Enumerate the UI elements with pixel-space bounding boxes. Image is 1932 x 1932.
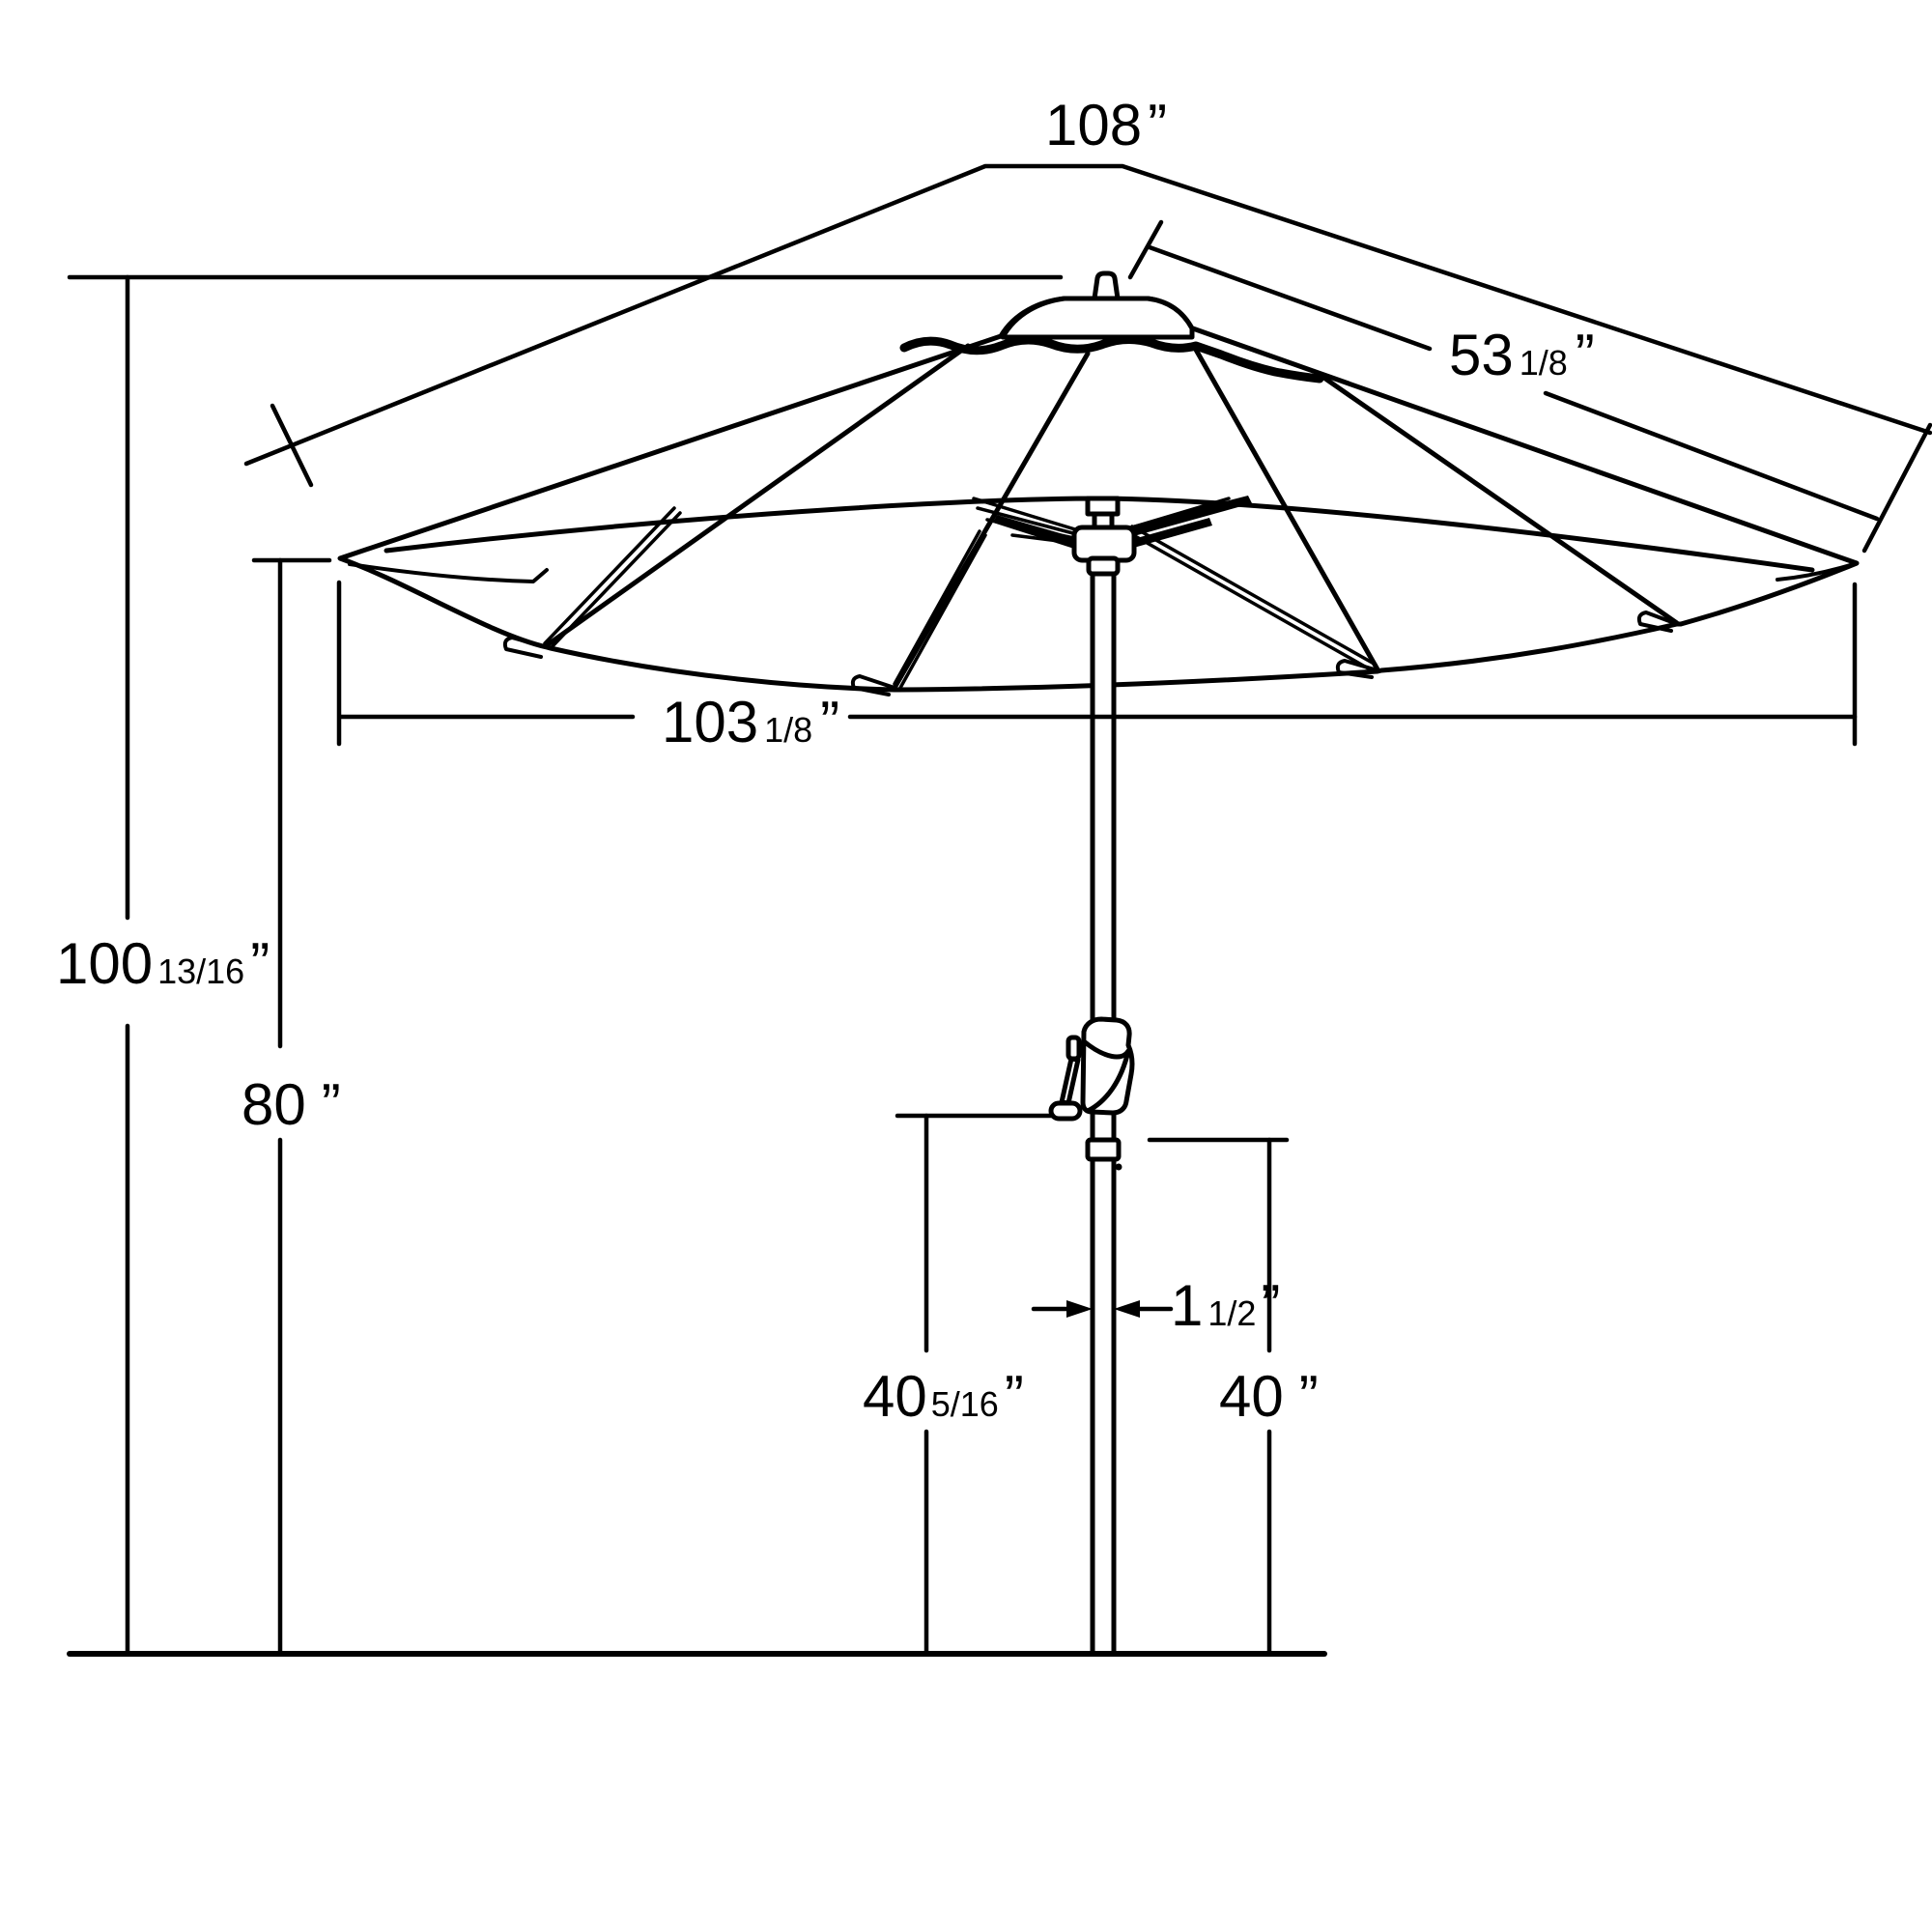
canopy-seam-far-right [1322,376,1680,626]
diameter-tick-right [1861,422,1932,554]
hub-assembly [1071,496,1137,577]
crank-handle [1048,1100,1083,1122]
pole-diameter-arrows [1031,1300,1174,1318]
dim-label-clearance-height: 80” [242,1072,341,1137]
arrowhead-left-icon [1114,1300,1140,1318]
finial [1092,270,1121,301]
pole-collar [1085,1137,1122,1162]
canopy-seam-left [544,343,971,648]
rib-tick-left [1127,219,1164,280]
diameter-dimension-line [243,163,1932,467]
diameter-tick-left [270,403,314,488]
canopy-strut-shadows [993,496,1252,549]
collar-screw [1115,1163,1122,1171]
vent-valance [899,335,1324,384]
dimension-lines [67,163,1932,1657]
crank-housing-molding [1081,1038,1131,1114]
umbrella-drawing [337,270,1860,1657]
dim-label-canopy-diameter: 108” [1045,93,1167,157]
hub-collar [1086,555,1121,577]
arrowhead-right-icon [1066,1300,1093,1318]
lower-hub [1071,525,1137,563]
rib-dimension-line [1147,244,1880,522]
crank-assembly [1048,1016,1135,1171]
dim-label-collar-height: 40” [1219,1364,1319,1429]
rib-tip-pockets [348,561,1859,696]
crank-pivot [1065,1035,1082,1062]
